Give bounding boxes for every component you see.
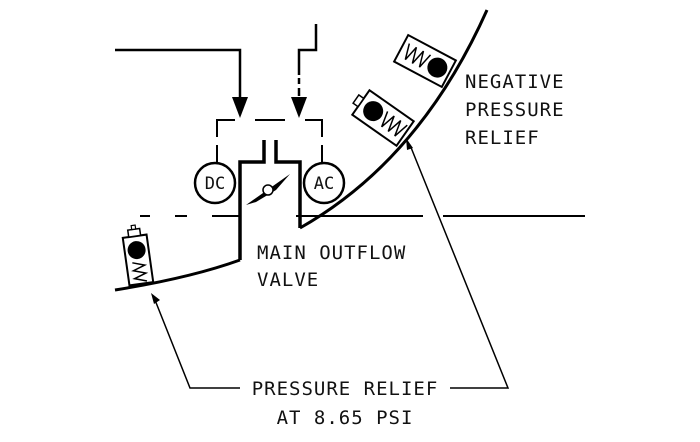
ac-motor-label: AC — [314, 174, 334, 194]
negative-relief-label-2: PRESSURE — [465, 99, 565, 121]
negative-relief-valve-upper — [392, 33, 458, 89]
outflow-valve-housing — [238, 140, 302, 260]
main-outflow-label-2: VALVE — [257, 269, 319, 291]
ac-control-arrow — [291, 97, 307, 118]
fuselage-skin-lower — [114, 258, 241, 292]
leader-arrow-left — [151, 293, 160, 304]
dc-control-line — [115, 48, 242, 100]
leader-arrow-right — [406, 138, 413, 150]
negative-relief-valve-lower — [350, 88, 416, 148]
linkage-bracket — [216, 119, 323, 163]
ac-control-line — [297, 24, 318, 96]
butterfly-gate-icon — [246, 174, 290, 205]
pressure-relief-label-2: AT 8.65 PSI — [277, 407, 414, 429]
ac-motor — [302, 161, 346, 205]
negative-relief-label-3: RELIEF — [465, 127, 540, 149]
dc-control-arrow — [232, 97, 248, 118]
main-outflow-label-1: MAIN OUTFLOW — [257, 242, 406, 264]
dc-motor — [193, 161, 237, 205]
pressure-relief-leader — [154, 144, 510, 389]
negative-relief-label-1: NEGATIVE — [465, 71, 565, 93]
dc-motor-label: DC — [205, 174, 225, 194]
pressure-relief-label-1: PRESSURE RELIEF — [252, 378, 439, 400]
pressure-relief-valve — [121, 224, 155, 287]
